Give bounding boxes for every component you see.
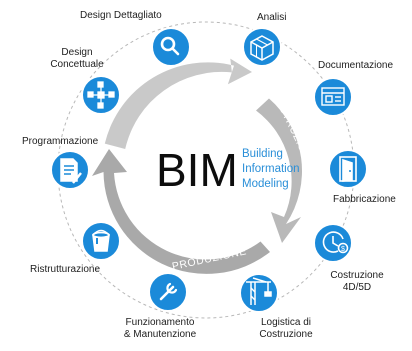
label-programmazione: Programmazione [22, 136, 99, 147]
label-documentazione: Documentazione [318, 60, 394, 71]
label-logistica-line-2: Costruzione [259, 329, 313, 340]
node-funzionamento[interactable] [148, 272, 188, 312]
label-fabbricazione: Fabbricazione [333, 194, 396, 205]
svg-text:$: $ [341, 246, 345, 253]
cube-icon [250, 35, 274, 61]
ring-segment-produzione [92, 149, 270, 274]
label-design-concettuale-line-1: Design [61, 47, 93, 58]
label-logistica-line-1: Logistica di [260, 317, 312, 328]
label-design-concettuale-line-2: Concettuale [50, 59, 104, 70]
label-design-dettagliato: Design Dettagliato [80, 10, 162, 21]
label-ristrutturazione: Ristrutturazione [30, 264, 101, 275]
bim-word-information: Information [242, 163, 300, 175]
clock-dollar-icon: $ [322, 231, 349, 254]
bim-acronym: BIM [156, 144, 238, 196]
node-costruzione-4d-5d[interactable]: $ [313, 223, 353, 263]
label-costruzione-line-2: 4D/5D [342, 282, 372, 293]
node-analisi[interactable] [242, 27, 282, 67]
ring-segment-design [104, 58, 252, 149]
node-programmazione[interactable] [50, 150, 90, 190]
node-design-concettuale[interactable] [81, 75, 121, 115]
ring-segment-costruzione [256, 98, 302, 243]
label-design-concettuale: Design Concettuale [40, 47, 114, 71]
magnifier-icon [160, 36, 180, 56]
node-fabbricazione[interactable] [328, 149, 368, 189]
label-funzionamento: Funzionamento & Manutenzione [112, 317, 208, 341]
label-costruzione-line-1: Costruzione [330, 270, 384, 281]
bim-word-modeling: Modeling [242, 178, 289, 190]
node-ristrutturazione[interactable] [81, 221, 121, 261]
label-costruzione-4d-5d: Costruzione 4D/5D [322, 270, 392, 294]
label-logistica: Logistica di Costruzione [246, 317, 326, 341]
label-analisi: Analisi [257, 12, 287, 23]
label-funzionamento-line-1: Funzionamento [125, 317, 195, 328]
bim-word-building: Building [242, 148, 283, 160]
door-icon [339, 156, 357, 182]
crane-icon [246, 277, 272, 305]
node-design-dettagliato[interactable] [151, 27, 191, 67]
node-documentazione[interactable] [313, 77, 353, 117]
paint-bucket-icon [92, 229, 110, 252]
blueprint-icon [321, 87, 345, 106]
wrench-icon [159, 282, 178, 301]
node-logistica[interactable] [239, 273, 279, 313]
bim-logo: BIM Building Information Modeling [156, 144, 300, 196]
document-pencil-icon [60, 158, 82, 184]
label-funzionamento-line-2: & Manutenzione [123, 329, 197, 340]
network-icon [87, 81, 115, 109]
cycle-ring [92, 58, 302, 274]
